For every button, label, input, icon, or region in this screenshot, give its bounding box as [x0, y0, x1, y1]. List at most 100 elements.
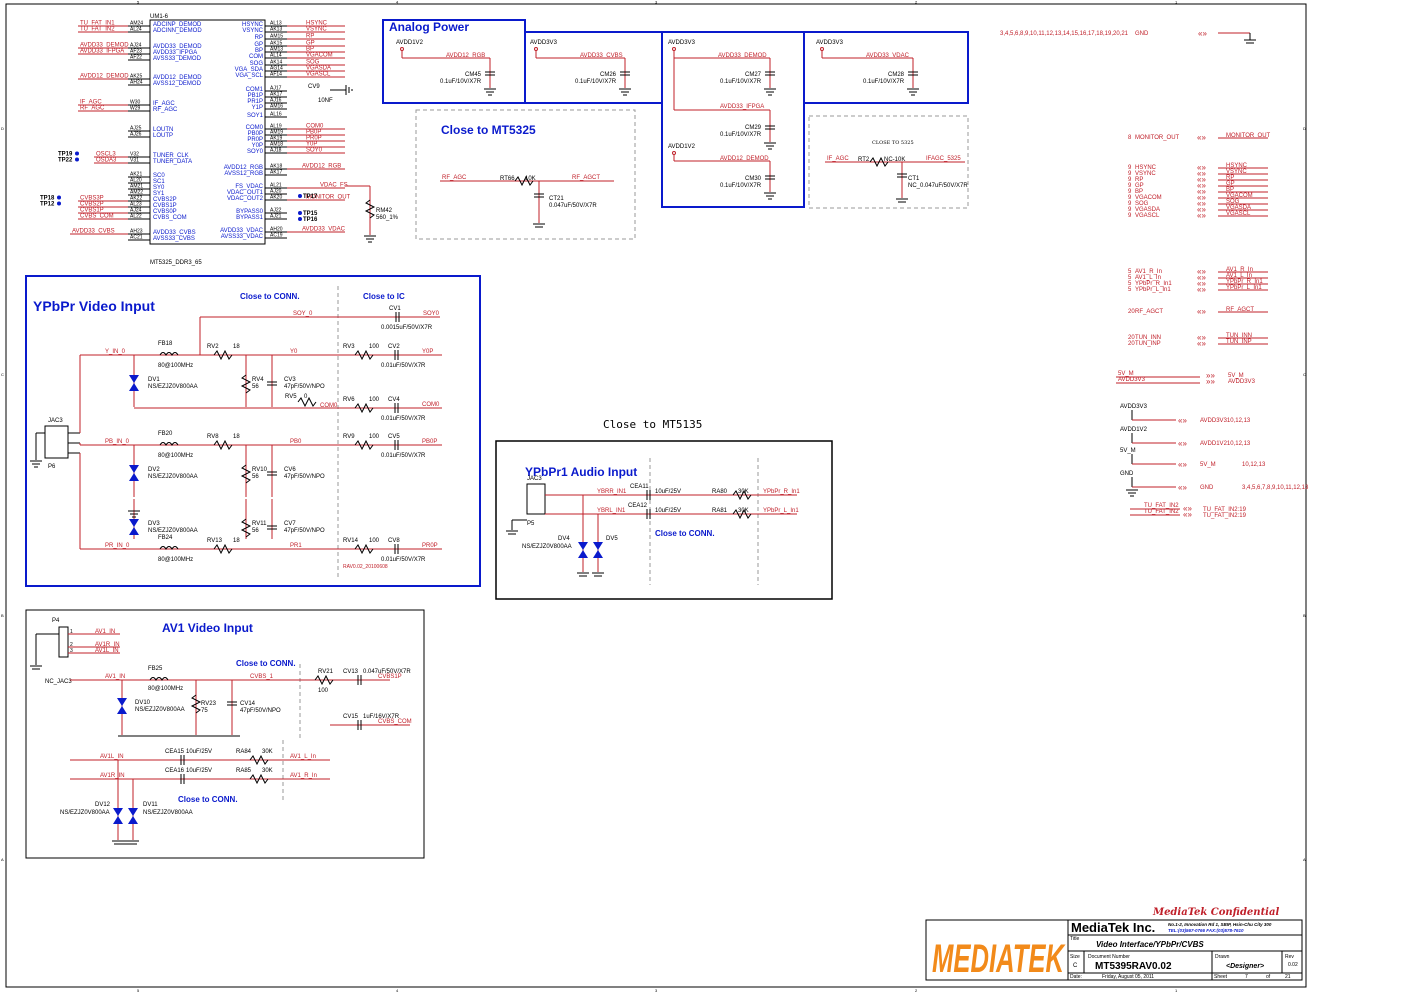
- power-out-label: GND: [1200, 485, 1214, 491]
- ypbpr-audio-block: YPbPr1 Audio Input JAC3 P5 YBRR_IN1 YBRL…: [495, 440, 833, 600]
- test-point-left: TP22: [58, 158, 73, 164]
- ic-pin-name-right: VDAC_OUT1: [227, 190, 264, 196]
- ic-left-pins: ADCINP_DEMODAM24ADCINN_DEMODAL24AVDD33_D…: [70, 21, 202, 242]
- decap-val: 0.1uF/10V/X7R: [720, 79, 762, 85]
- ic-pin-num-right: AK17: [270, 170, 282, 176]
- ic-pin-name-right: RP: [255, 35, 263, 41]
- rf-agc-net: RF_AGC: [442, 175, 467, 181]
- power-out-sheets: 10,12,13: [1242, 462, 1266, 468]
- av1-in-net: AV1_IN: [105, 674, 125, 680]
- power-out-sheets: 3,4,5,6,7,8,9,10,11,12,13: [1242, 485, 1309, 491]
- close5325-small-title: CLOSE TO 5325: [872, 140, 914, 146]
- zone-col-top: 3: [655, 0, 658, 5]
- confidential-label: MediaTek Confidential: [1152, 907, 1279, 918]
- ic-pin-num-right: AK19: [270, 136, 282, 142]
- decap-val: 0.1uF/10V/X7R: [863, 79, 905, 85]
- ic-net-right: PB0P: [306, 130, 321, 136]
- offpage-sheet: 9: [1128, 165, 1132, 171]
- ferrite-val: 80@100MHz: [158, 557, 193, 563]
- zone-col-top: 5: [137, 0, 140, 5]
- offpage-net: BP: [1135, 189, 1143, 195]
- rv21-val: 100: [318, 688, 329, 694]
- ypbpr-mid-net: PR1: [290, 543, 302, 549]
- offpage-net: AV1_L_In: [1135, 275, 1161, 281]
- offpage-arrow: «»: [1197, 339, 1206, 348]
- offpage-net: VGACOM: [1135, 195, 1162, 201]
- com-res-ref: RV5: [285, 394, 297, 400]
- ct1-val: NC_0.047uF/50V/X7R: [908, 183, 968, 189]
- esd-diode: [129, 465, 139, 473]
- analog-power-title: Analog Power: [389, 20, 469, 34]
- power-net-label: AVDD33_DEMOD: [718, 53, 767, 59]
- svg-text:«»: «»: [1178, 483, 1187, 492]
- offpage-label: TUN_INP: [1226, 339, 1252, 345]
- term-res-val: 56: [252, 384, 259, 390]
- esd-diode: [129, 375, 139, 383]
- offpage-net: VSYNC: [1135, 171, 1156, 177]
- ic-pin-num-right: AM13: [270, 47, 283, 53]
- svg-text:«»: «»: [1183, 504, 1192, 513]
- audio-l-in: YBRL_IN1: [597, 508, 626, 514]
- offpage-label: MONITOR_OUT: [1226, 133, 1271, 139]
- offpage-sheet: 9: [1128, 207, 1132, 213]
- decap-ref: CM27: [745, 72, 762, 78]
- offpage-arrow: «»: [1197, 285, 1206, 294]
- offpage-sheet: 5: [1128, 269, 1132, 275]
- ic-pin-num-left: AH23: [130, 229, 143, 235]
- mediatek-logo: MEDIATEK: [932, 937, 1066, 981]
- decap-ref: CM29: [745, 125, 762, 131]
- series-res-val: 18: [233, 538, 240, 544]
- ic-pin-name-right: PR0P: [247, 137, 263, 143]
- ic-net-left: AVDD33_IFPGA: [80, 49, 124, 55]
- test-point-right: TP16: [303, 217, 318, 223]
- ic-pin-name-right: Y1P: [252, 105, 263, 111]
- shunt-cap-ref: CV6: [284, 467, 296, 473]
- rm42-val: 560_1%: [376, 215, 399, 221]
- offpage-label: YPbPr_R_In1: [1226, 279, 1263, 285]
- rf-agct-net: RF_AGCT: [572, 175, 600, 181]
- rt66-ref: RT66: [500, 176, 515, 182]
- nc-jac3: NC_JAC3: [45, 679, 72, 685]
- power-out-label: 5V_M: [1200, 462, 1216, 468]
- gnd-sheet-list: 3,4,5,6,8,9,10,11,12,13,14,15,16,17,18,1…: [1000, 31, 1129, 37]
- dv12-ref: DV12: [95, 802, 111, 808]
- dv10-val: NS/EZJZ0V800AA: [135, 707, 185, 713]
- series-res-ref: RV8: [207, 434, 219, 440]
- decap-ref: CM45: [465, 72, 482, 78]
- cea15-val: 10uF/25V: [186, 749, 212, 755]
- ic-pin-num-left: AM24: [130, 21, 143, 27]
- offpage-label: VGASDA: [1226, 205, 1251, 211]
- ic-net-right: VGASCL: [306, 72, 331, 78]
- dv10-ref: DV10: [135, 700, 151, 706]
- ic-pin-name-right: PR1P: [247, 99, 263, 105]
- offpage-sheet: 9: [1128, 189, 1132, 195]
- power-port-in: AVDD3V3: [1118, 377, 1146, 383]
- offpage-net: VGASCL: [1135, 213, 1160, 219]
- ic-pin-num-right: AJ22: [270, 208, 282, 214]
- ic-pin-name-right: BYPASS1: [236, 215, 264, 221]
- docnum-label: Document Number: [1088, 954, 1130, 960]
- audio-r-out: YPbPr_R_In1: [763, 489, 800, 495]
- ic-pin-num-right: AM16: [270, 104, 283, 110]
- ic-pin-name-right: SOY1: [247, 113, 264, 119]
- ic-net-left: AVDD12_DEMOD: [80, 74, 129, 80]
- power-rail-label: AVDD3V3: [530, 40, 558, 46]
- term-res-val: 56: [252, 528, 259, 534]
- ypbpr-video-block: YPbPr Video Input Close to CONN. Close t…: [25, 275, 481, 587]
- offpage-sheet: 9: [1128, 213, 1132, 219]
- sheet-value: 7: [1245, 974, 1248, 980]
- ic-pin-num-left: AJ25: [130, 126, 142, 132]
- cv9-val: 10NF: [318, 98, 333, 104]
- av1-video-block: AV1 Video Input Close to CONN. Close to …: [25, 609, 425, 859]
- coupling-cap-val: 0.01uF/50V/X7R: [381, 557, 426, 563]
- ic-net-right: BP: [306, 47, 314, 53]
- offpage-arrow: «»: [1197, 169, 1206, 178]
- decap-val: 0.1uF/10V/X7R: [720, 183, 762, 189]
- svg-text:«»: «»: [1198, 29, 1207, 38]
- offpage-arrow: «»: [1197, 205, 1206, 214]
- svg-text:1: 1: [70, 629, 73, 635]
- series-res-ref: RV3: [343, 344, 355, 350]
- zone-col-top: 2: [915, 0, 918, 5]
- ic-pin-name-right: FS_VDAC: [235, 184, 263, 190]
- offpage-net: TUN_INN: [1135, 335, 1161, 341]
